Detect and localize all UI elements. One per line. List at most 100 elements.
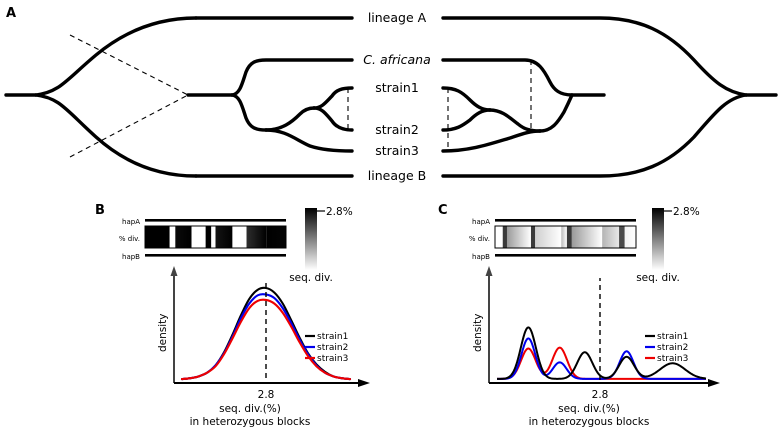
panel-a: A	[4, 6, 778, 183]
panel-b-x-axis-arrow	[358, 379, 370, 387]
strain2-right-branch	[441, 108, 492, 132]
divergence-block	[602, 226, 620, 248]
panel-c-colorbar-max-value: 2.8%	[673, 206, 700, 218]
branch-root-to-lineageA	[34, 16, 198, 97]
strains-right-join	[538, 93, 574, 133]
legend-label-strain2: strain2	[317, 343, 348, 353]
divergence-block	[619, 226, 625, 248]
divergence-block	[215, 226, 233, 248]
tip-label-strain2: strain2	[375, 122, 419, 137]
panel-c-block-track	[495, 226, 636, 248]
panel-b-hapB-rail	[145, 254, 286, 257]
panel-b-x-tick-label: 2.8	[258, 389, 275, 401]
divergence-block	[175, 226, 192, 248]
divergence-block	[530, 226, 536, 248]
panel-a-dashed-left	[69, 34, 349, 158]
legend-label-strain1: strain1	[317, 332, 348, 342]
divergence-block	[246, 226, 267, 248]
branch-to-strain3	[264, 128, 354, 153]
panel-c-curves	[496, 326, 707, 380]
panel-b-hapA-label: hapA	[122, 218, 140, 226]
tip-label-strain3: strain3	[375, 143, 419, 158]
panel-b-colorbar-gradient	[305, 208, 317, 270]
panel-b-hapA-rail	[145, 219, 286, 222]
panel-a-tree-right	[441, 16, 778, 178]
divergence-block	[495, 226, 503, 248]
panel-c-x-axis-label-2: in heterozygous blocks	[529, 416, 650, 428]
panel-c-x-axis-arrow	[708, 379, 720, 387]
dashed-lineageA-to-node	[69, 34, 189, 96]
panel-c-letter: C	[438, 203, 448, 218]
divergence-block	[232, 226, 247, 248]
panel-b-colorbar: 2.8% seq. div.	[289, 206, 352, 284]
panel-c-block-track-border	[494, 225, 637, 249]
panel-c-y-axis-arrow	[485, 266, 493, 276]
branch-root-to-lineageB	[34, 93, 198, 178]
panel-b: B hapA % div. hapB 2.8% seq. div.	[95, 203, 370, 428]
panel-b-y-axis-label: density	[157, 314, 169, 353]
panel-b-colorbar-max-value: 2.8%	[326, 206, 353, 218]
divergence-block	[571, 226, 603, 248]
tip-label-lineage-b: lineage B	[368, 168, 426, 183]
panel-c-density-plot: density 2.8 seq. div.(%) in heterozygous…	[472, 266, 720, 428]
legend-label-strain1: strain1	[657, 332, 688, 342]
panel-b-colorbar-caption: seq. div.	[289, 272, 333, 284]
panel-c-x-axis-label-1: seq. div.(%)	[558, 403, 620, 415]
divergence-block	[205, 226, 212, 248]
divergence-block	[145, 226, 170, 248]
legend-label-strain3: strain3	[657, 354, 688, 364]
panel-b-heatmap: hapA % div. hapB	[119, 218, 287, 261]
dashed-lineageB-to-node	[69, 94, 189, 158]
panel-b-y-axis-arrow	[170, 266, 178, 276]
divergence-block	[169, 226, 176, 248]
tip-label-c-africana: C. africana	[363, 52, 430, 67]
panel-b-x-axis-label-2: in heterozygous blocks	[190, 416, 311, 428]
panel-a-labels: lineage A C. africana strain1 strain2 st…	[363, 10, 430, 183]
panel-c-colorbar-caption: seq. div.	[636, 272, 680, 284]
tip-label-strain1: strain1	[375, 80, 419, 95]
panel-a-tree-left	[4, 16, 354, 178]
panel-a-dashed-right	[447, 60, 532, 152]
lineageB-right-branch	[441, 93, 748, 178]
branch-to-strain12-anc	[264, 106, 316, 132]
divergence-block	[566, 226, 572, 248]
panel-b-letter: B	[95, 203, 105, 218]
panel-b-density-plot: density 2.8 seq. div.(%) in heterozygous…	[157, 266, 370, 428]
divergence-block	[561, 226, 567, 248]
panel-c-y-axis-label: density	[472, 314, 484, 353]
panel-c-hapB-label: hapB	[472, 253, 490, 261]
panel-c-hapA-rail	[495, 219, 636, 222]
branch-to-strain1	[312, 86, 354, 110]
divergence-block	[624, 226, 636, 248]
panel-c-heatmap: hapA % div. hapB	[469, 218, 637, 261]
panel-a-letter: A	[6, 6, 16, 21]
divergence-block	[502, 226, 507, 248]
divergence-block	[535, 226, 562, 248]
panel-c-hapA-label: hapA	[472, 218, 490, 226]
divergence-block	[211, 226, 216, 248]
strain1-right-branch	[441, 86, 492, 112]
legend-label-strain3: strain3	[317, 354, 348, 364]
panel-b-hapB-label: hapB	[122, 253, 140, 261]
branch-to-strains	[230, 93, 268, 132]
branch-to-strain2	[312, 106, 354, 132]
branch-to-cafricana	[230, 58, 354, 97]
panel-c: C hapA % div. hapB 2.8% seq. div.	[438, 203, 720, 428]
panel-c-x-tick-label: 2.8	[592, 389, 609, 401]
density-curve-strain2	[496, 337, 707, 380]
panel-b-block-track	[145, 226, 286, 248]
lineageA-right-branch	[441, 16, 748, 97]
tip-label-lineage-a: lineage A	[368, 10, 427, 25]
divergence-block	[191, 226, 206, 248]
panel-c-colorbar-gradient	[652, 208, 664, 270]
cafricana-right-branch	[441, 58, 574, 97]
legend-label-strain2: strain2	[657, 343, 688, 353]
panel-b-divergence-label: % div.	[119, 235, 140, 243]
divergence-block	[506, 226, 531, 248]
panel-b-x-axis-label-1: seq. div.(%)	[219, 403, 281, 415]
panel-c-hapB-rail	[495, 254, 636, 257]
divergence-block	[266, 226, 286, 248]
